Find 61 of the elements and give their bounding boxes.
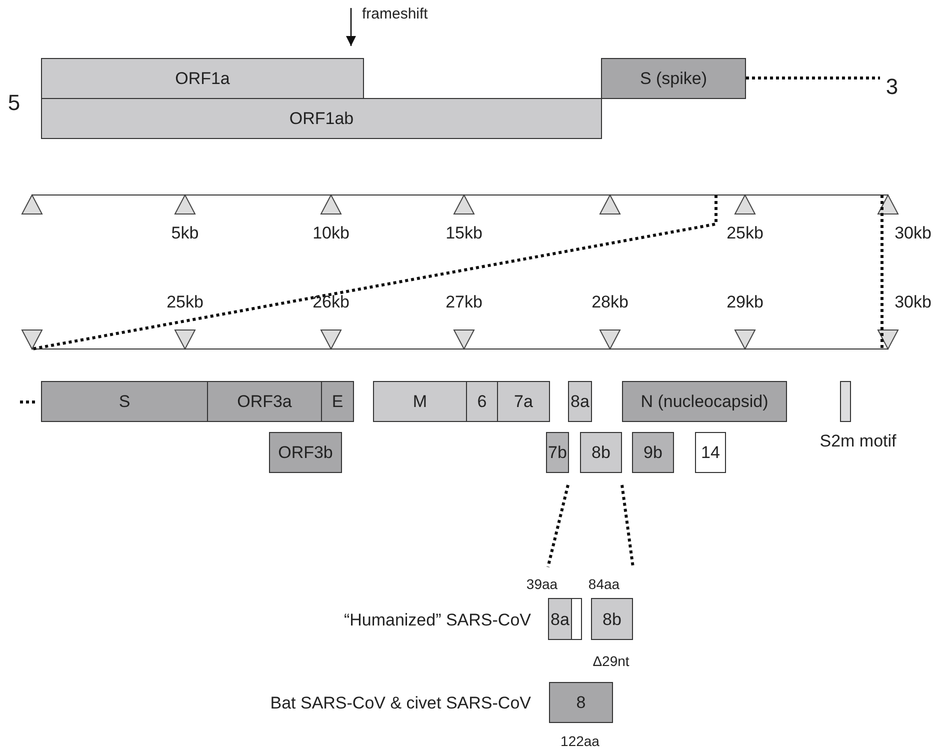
gene-label: 14	[701, 444, 720, 461]
gene-label: 8b	[592, 444, 610, 461]
annotation-text: Δ29nt	[592, 654, 630, 668]
gene-box	[373, 381, 467, 422]
gene-box	[549, 682, 613, 723]
gene-label: 7a	[514, 393, 533, 410]
gene-label: ORF3b	[278, 444, 333, 461]
gene-box	[622, 381, 787, 422]
gene-label: ORF1a	[175, 70, 230, 87]
gene-box	[269, 432, 342, 473]
gene-box	[571, 598, 582, 640]
gene-box	[591, 598, 633, 640]
gene-box	[41, 98, 602, 139]
annotation-text: 84aa	[588, 577, 620, 591]
scale-label: 27kb	[446, 294, 482, 310]
gene-label: N (nucleocapsid)	[640, 393, 768, 410]
end-label: 5	[8, 92, 20, 114]
gene-box	[207, 381, 322, 422]
gene-label: 8	[576, 694, 586, 711]
scale-label: 28kb	[592, 294, 628, 310]
scale-label: 25kb	[726, 224, 764, 242]
gene-box	[497, 381, 550, 422]
gene-label: S	[118, 393, 130, 410]
gene-box	[548, 598, 572, 640]
scale-label: 10kb	[312, 224, 350, 242]
gene-label: S (spike)	[640, 70, 708, 87]
gene-label: 8b	[602, 610, 622, 628]
annotation-text: 39aa	[526, 577, 558, 591]
gene-box	[580, 432, 622, 473]
gene-box	[568, 381, 592, 422]
gene-box	[321, 381, 354, 422]
annotation-text: frameshift	[362, 6, 428, 22]
scale-label: 5kb	[171, 224, 199, 242]
gene-box	[601, 58, 746, 99]
annotation-text: 122aa	[560, 734, 600, 748]
end-label: 3	[886, 76, 898, 98]
gene-label: ORF1ab	[289, 110, 354, 127]
strain-label: Bat SARS-CoV & civet SARS-CoV	[270, 694, 531, 712]
gene-box	[840, 381, 851, 422]
scale-label: 25kb	[166, 294, 204, 310]
gene-label: 6	[477, 393, 487, 410]
scale-label: 26kb	[312, 294, 350, 310]
gene-box	[41, 381, 208, 422]
gene-label: ORF3a	[237, 393, 292, 410]
gene-label: M	[412, 393, 428, 410]
gene-box	[695, 432, 726, 473]
gene-label: 9b	[644, 444, 662, 461]
scale-label: 30kb	[894, 294, 932, 310]
gene-box	[632, 432, 674, 473]
strain-label: “Humanized” SARS-CoV	[344, 612, 531, 628]
scale-label: 29kb	[726, 294, 764, 310]
gene-label: E	[332, 393, 344, 410]
annotation-text: S2m motif	[820, 432, 896, 450]
gene-box	[41, 58, 364, 99]
gene-label: 8a	[570, 393, 590, 410]
gene-label: 7b	[548, 444, 567, 461]
scale-label: 30kb	[894, 224, 932, 242]
gene-label: 8a	[550, 610, 570, 628]
gene-box	[466, 381, 498, 422]
gene-box	[546, 432, 569, 473]
scale-label: 15kb	[446, 224, 482, 242]
